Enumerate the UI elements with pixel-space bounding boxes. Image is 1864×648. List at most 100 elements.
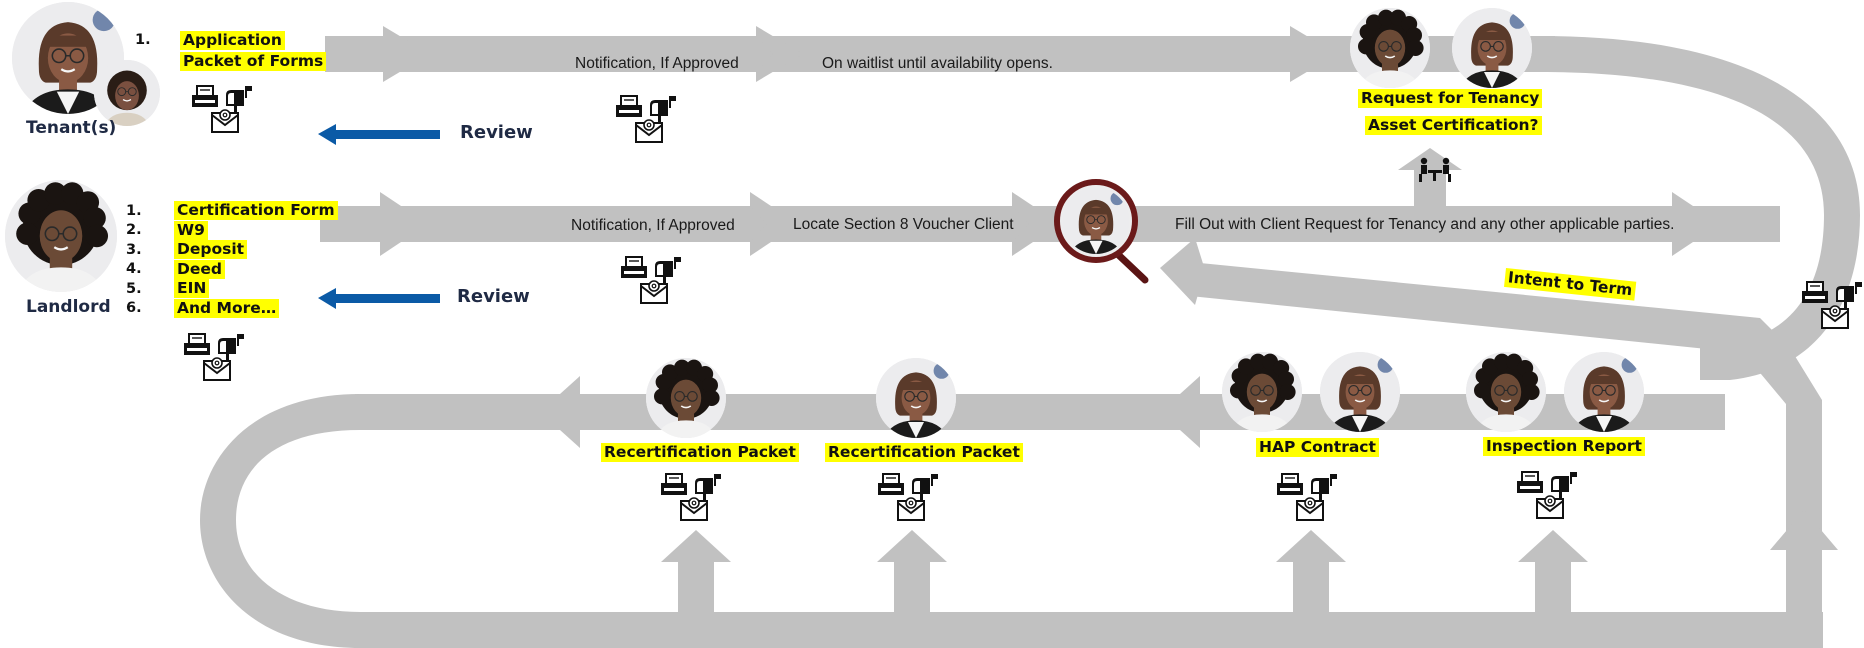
bot-chevron-1 [540,376,580,448]
list-item-number: 3. [126,241,142,258]
middle-notification-label: Notification, If Approved [571,217,735,234]
email-icon [1536,495,1564,519]
email-icon [211,109,239,133]
mailbox-icon [1836,282,1862,308]
meeting-icon [1419,157,1451,182]
landlord-avatar [5,180,117,292]
email-icon [640,280,668,304]
mid-chevron-4 [1672,192,1720,256]
email-icon [1821,305,1849,329]
bot-chevron-2 [1160,376,1200,448]
fax-icon [184,333,210,355]
tenant-item-line2: Packet of Forms [180,52,327,71]
up-arrow-3 [1276,530,1346,612]
tenant-item-line1: Application [180,31,285,50]
mailbox-icon [218,334,244,360]
comm-icons-tenant [190,84,260,134]
mailbox-icon [226,86,252,112]
list-item-number: 6. [126,300,142,317]
up-arrow-1 [661,530,731,612]
right-up-arrow [1770,510,1838,620]
tenant-item-number: 1. [135,32,151,48]
list-item: 1. Certification Form [126,201,338,221]
landlord-doc-list: 1. Certification Form 2.W9 3.Deposit 4. De… [126,201,338,318]
list-item: 4. Deed [126,259,338,280]
email-icon [203,357,231,381]
asset-certification-label: Asset Certification? [1365,116,1542,135]
fax-icon [621,256,647,278]
intent-diagonal-band [1190,262,1822,620]
tenant-role-label: Tenant(s) [26,118,117,138]
mid-chevron-2 [750,192,798,256]
hap-tenant-avatar [1320,352,1400,432]
request-landlord-avatar [1350,8,1430,88]
tenant-child-avatar [94,60,160,126]
inspection-report-label: Inspection Report [1483,437,1645,456]
comm-icons-landlord [182,332,252,382]
email-icon [680,497,708,521]
comm-icons-recert-1 [659,472,729,522]
recert1-avatar [646,358,726,438]
arrow-left-icon [318,124,440,145]
comm-icons-hap [1275,472,1345,522]
list-item-number: 4. [126,261,142,278]
tenant-item-text: Application Packet of Forms [180,31,327,71]
fax-icon [878,473,904,495]
list-item-number: 5. [126,280,142,297]
magnifier-tenant-avatar [1063,188,1129,254]
up-arrow-2 [877,530,947,612]
list-item-number: 2. [126,222,142,239]
top-chevron-3 [1290,26,1337,82]
comm-icons-inspection [1515,470,1585,520]
comm-icons-mid-notification [619,255,689,305]
request-up-arrow [1398,148,1462,206]
hap-contract-label: HAP Contract [1256,438,1379,457]
list-item-text: EIN [174,279,210,299]
hap-landlord-avatar [1222,352,1302,432]
bottom-lower-band [358,612,1823,648]
request-tenant-avatar [1452,8,1532,88]
mid-chevron-1 [380,192,428,256]
list-item-text: Certification Form [174,201,338,221]
top-chevron-1 [383,26,430,82]
left-uturn [200,394,360,648]
up-arrow-4 [1518,530,1588,612]
list-item-number: 1. [126,202,142,219]
fax-icon [1517,471,1543,493]
mailbox-icon [655,257,681,283]
comm-icons-right [1800,280,1864,330]
middle-locate-label: Locate Section 8 Voucher Client [793,216,1014,233]
top-waitlist-label: On waitlist until availability opens. [822,55,1053,72]
top-right-bend [1540,36,1860,380]
top-notification-label: Notification, If Approved [575,55,739,72]
insp-tenant-avatar [1564,352,1644,432]
mid-chevron-3 [1012,192,1060,256]
mailbox-icon [912,474,938,500]
mailbox-icon [1551,472,1577,498]
comm-icons-top-notification [614,94,684,144]
intent-arrow-head [1160,238,1205,305]
fax-icon [192,85,218,107]
email-icon [635,119,663,143]
email-icon [897,497,925,521]
list-item: 3.Deposit [126,240,338,260]
list-item: 2.W9 [126,220,338,241]
insp-landlord-avatar [1466,352,1546,432]
mailbox-icon [695,474,721,500]
list-item: 6. And More… [126,298,338,319]
recert2-avatar [876,358,956,438]
fax-icon [661,473,687,495]
list-item-text: Deed [174,259,225,279]
email-icon [1296,497,1324,521]
fax-icon [616,95,642,117]
recertification-label-2: Recertification Packet [825,443,1023,462]
list-item: 5. EIN [126,279,338,299]
list-item-text: And More… [174,298,280,318]
tenant-review-label: Review [460,122,533,143]
landlord-review-label: Review [457,286,530,307]
mailbox-icon [650,96,676,122]
top-chevron-2 [756,26,803,82]
middle-fillout-label: Fill Out with Client Request for Tenancy… [1175,216,1675,233]
